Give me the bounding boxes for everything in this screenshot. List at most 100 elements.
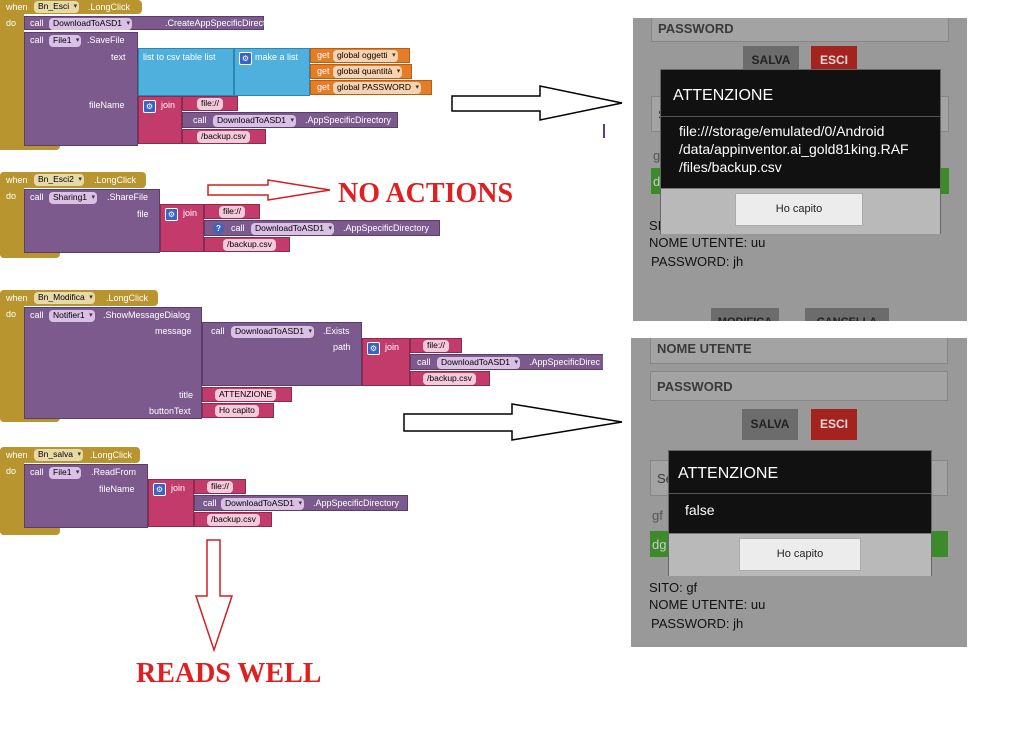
make-list-label: make a list: [255, 52, 299, 62]
text-value[interactable]: file://: [219, 206, 245, 218]
event-block-bn-esci[interactable]: [0, 0, 24, 150]
no-actions-annotation: NO ACTIONS: [338, 178, 514, 209]
gear-icon[interactable]: ⚙: [165, 208, 178, 221]
text-value[interactable]: /backup.csv: [223, 239, 276, 251]
event-header-bn-esci2[interactable]: when Bn_Esci2 .LongClick: [0, 172, 146, 188]
join-label: join: [183, 208, 198, 218]
call-savefile-block[interactable]: call File1 .SaveFile text fileName: [24, 32, 138, 146]
get-label: get: [317, 82, 330, 92]
method-label: .ReadFrom: [91, 467, 137, 477]
variable-dropdown[interactable]: global oggetti: [333, 50, 398, 62]
join-block[interactable]: ⚙ join: [148, 479, 194, 527]
call-label: call: [30, 18, 44, 28]
event-header-bn-esci[interactable]: when Bn_Esci .LongClick: [0, 0, 142, 14]
component-dropdown[interactable]: Bn_Modifica: [34, 292, 95, 304]
password-field[interactable]: PASSWORD: [651, 18, 949, 42]
when-label: when: [6, 2, 28, 12]
dialog-message: file:///storage/emulated/0/Android /data…: [679, 122, 909, 176]
component-dropdown[interactable]: DownloadToASD1: [437, 357, 520, 369]
join-block[interactable]: ⚙ join: [160, 204, 204, 252]
get-quantita-block[interactable]: get global quantità: [310, 64, 412, 79]
component-dropdown[interactable]: DownloadToASD1: [231, 326, 314, 338]
esci-button[interactable]: ESCI: [811, 409, 857, 440]
event-label: .LongClick: [88, 2, 131, 12]
text-title-block[interactable]: ATTENZIONE: [202, 387, 292, 402]
text-file-prefix-block[interactable]: file://: [182, 96, 238, 111]
make-list-block[interactable]: ⚙ make a list: [234, 48, 310, 96]
join-block[interactable]: ⚙ join: [362, 338, 410, 386]
when-label: when: [6, 175, 28, 185]
ho-capito-button[interactable]: Ho capito: [735, 193, 863, 226]
nome-utente-info: NOME UTENTE: uu: [649, 235, 766, 250]
text-value[interactable]: /backup.csv: [197, 131, 250, 143]
event-header-bn-modifica[interactable]: when Bn_Modifica .LongClick: [0, 290, 158, 306]
filename-param-label: fileName: [89, 100, 125, 110]
salva-button[interactable]: SALVA: [742, 409, 798, 440]
cancella-button[interactable]: CANCELLA: [805, 308, 889, 321]
text-value[interactable]: file://: [423, 340, 449, 352]
call-label: call: [211, 326, 225, 336]
component-dropdown[interactable]: File1: [49, 35, 82, 47]
ho-capito-button[interactable]: Ho capito: [739, 538, 861, 571]
text-value[interactable]: ATTENZIONE: [215, 389, 277, 401]
text-value[interactable]: file://: [197, 98, 223, 110]
call-sharefile-block[interactable]: call Sharing1 .ShareFile file: [24, 189, 160, 253]
event-block-bn-modifica[interactable]: [0, 290, 24, 422]
call-readfrom-block[interactable]: call File1 .ReadFrom fileName: [24, 464, 148, 528]
component-dropdown[interactable]: DownloadToASD1: [49, 18, 132, 30]
text-value[interactable]: /backup.csv: [423, 373, 476, 385]
nome-utente-info: NOME UTENTE: uu: [649, 597, 766, 612]
variable-dropdown[interactable]: global quantità: [333, 66, 403, 78]
modifica-button[interactable]: MODIFICA: [711, 308, 779, 321]
join-block[interactable]: ⚙ join: [138, 96, 182, 144]
component-dropdown[interactable]: Bn_salva: [34, 449, 83, 461]
call-appspecific-directory-block[interactable]: call DownloadToASD1 .AppSpecificDirector…: [182, 112, 398, 128]
get-oggetti-block[interactable]: get global oggetti: [310, 48, 410, 63]
text-backup-csv-block[interactable]: /backup.csv: [182, 129, 266, 144]
text-value[interactable]: Ho capito: [215, 405, 259, 417]
call-appspecific-directory-block[interactable]: call DownloadToASD1 .AppSpecificDirector…: [194, 495, 408, 511]
call-label: call: [193, 115, 207, 125]
dialog-title: ATTENZIONE: [678, 465, 779, 482]
text-value[interactable]: /backup.csv: [207, 514, 260, 526]
component-dropdown[interactable]: DownloadToASD1: [251, 223, 334, 235]
component-dropdown[interactable]: DownloadToASD1: [221, 498, 304, 510]
variable-dropdown[interactable]: global PASSWORD: [333, 82, 422, 94]
list-to-csv-block[interactable]: list to csv table list: [138, 48, 234, 96]
nome-utente-field[interactable]: NOME UTENTE: [650, 338, 948, 364]
dialog-message-line: file:///storage/emulated/0/Android: [679, 123, 885, 139]
get-password-block[interactable]: get global PASSWORD: [310, 80, 432, 95]
text-file-prefix-block[interactable]: file://: [194, 479, 246, 494]
text-backup-csv-block[interactable]: /backup.csv: [204, 237, 290, 252]
help-icon[interactable]: ?: [213, 223, 224, 234]
gear-icon[interactable]: ⚙: [239, 52, 252, 65]
text-backup-csv-block[interactable]: /backup.csv: [410, 371, 490, 386]
dialog-divider: [669, 493, 931, 494]
gear-icon[interactable]: ⚙: [143, 100, 156, 113]
dialog-divider: [661, 116, 940, 117]
component-dropdown[interactable]: Bn_Esci: [34, 1, 80, 13]
component-dropdown[interactable]: DownloadToASD1: [213, 115, 296, 127]
arrow-right-icon: [451, 85, 623, 121]
call-create-directory-block[interactable]: call DownloadToASD1 .CreateAppSpecificDi…: [24, 16, 278, 30]
call-appspecific-directory-block[interactable]: call DownloadToASD1 .AppSpecificDirec: [410, 354, 603, 370]
event-label: .LongClick: [90, 450, 133, 460]
event-header-bn-salva[interactable]: when Bn_salva .LongClick: [0, 447, 140, 463]
component-dropdown[interactable]: Bn_Esci2: [34, 174, 84, 186]
text-value[interactable]: file://: [207, 481, 233, 493]
gear-icon[interactable]: ⚙: [153, 483, 166, 496]
text-file-prefix-block[interactable]: file://: [204, 204, 260, 219]
call-show-message-dialog-block[interactable]: call Notifier1 .ShowMessageDialog messag…: [24, 307, 202, 419]
component-dropdown[interactable]: Notifier1: [49, 310, 95, 322]
component-dropdown[interactable]: File1: [49, 467, 82, 479]
call-exists-block[interactable]: call DownloadToASD1 .Exists path: [202, 322, 362, 386]
text-file-prefix-block[interactable]: file://: [410, 338, 462, 353]
alert-dialog: ATTENZIONE file:///storage/emulated/0/An…: [660, 69, 941, 234]
call-label: call: [417, 357, 431, 367]
text-backup-csv-block[interactable]: /backup.csv: [194, 512, 272, 527]
component-dropdown[interactable]: Sharing1: [49, 192, 98, 204]
password-field[interactable]: PASSWORD: [650, 371, 948, 401]
call-appspecific-directory-block[interactable]: ? call DownloadToASD1 .AppSpecificDirect…: [204, 220, 440, 236]
text-buttontext-block[interactable]: Ho capito: [202, 403, 274, 418]
gear-icon[interactable]: ⚙: [367, 342, 380, 355]
